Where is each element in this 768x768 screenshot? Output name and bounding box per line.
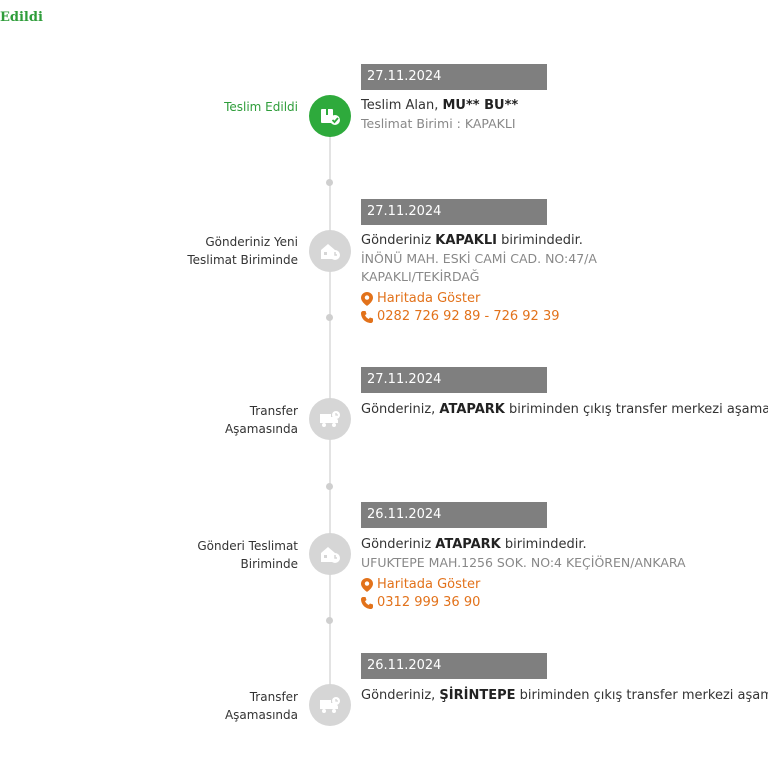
unit-address-line2: KAPAKLI/TEKİRDAĞ [361,269,480,284]
unit-name: ŞİRİNTEPE [439,688,516,703]
unit-name: KAPAKLI [435,233,498,248]
receiver-name: MU** BU** [442,98,519,113]
event-message: Gönderiniz KAPAKLI birimindedir. [361,233,583,248]
event-message: Gönderiniz, ATAPARK biriminden çıkış tra… [361,402,768,417]
delivered-box-icon [309,95,351,137]
unit-address-line1: İNÖNÜ MAH. ESKİ CAMİ CAD. NO:47/A [361,251,597,266]
show-on-map-link[interactable]: Haritada Göster [361,576,686,594]
transfer-truck-icon [309,684,351,726]
event-date: 27.11.2024 [361,64,547,90]
unit-name: ATAPARK [439,402,505,417]
phone-icon [361,597,373,609]
phone-link[interactable]: 0282 726 92 89 - 726 92 39 [361,308,597,326]
unit-address-line1: UFUKTEPE MAH.1256 SOK. NO:4 KEÇİÖREN/ANK… [361,555,686,570]
map-pin-icon [361,292,373,306]
event-date: 27.11.2024 [361,367,547,393]
event-message: Gönderiniz ATAPARK birimindedir. [361,537,587,552]
delivery-status-title: Edildi [0,10,43,25]
branch-building-icon [309,230,351,272]
event-date: 26.11.2024 [361,502,547,528]
unit-name: ATAPARK [435,537,501,552]
show-on-map-link[interactable]: Haritada Göster [361,290,597,308]
event-content: Gönderiniz KAPAKLI birimindedir. İNÖNÜ M… [361,232,597,326]
map-pin-icon [361,578,373,592]
event-message: Teslim Alan, MU** BU** [361,98,519,113]
timeline-dot [326,483,333,490]
branch-building-icon [309,533,351,575]
delivery-unit-text: Teslimat Birimi : KAPAKLI [361,116,516,131]
event-status-label: Teslim Edildi [224,100,298,114]
timeline-dot [326,179,333,186]
event-date: 26.11.2024 [361,653,547,679]
event-status-label: Gönderiniz Yeni Teslimat Biriminde [187,235,298,267]
event-content: Teslim Alan, MU** BU** Teslimat Birimi :… [361,97,518,133]
phone-icon [361,311,373,323]
timeline-dot [326,617,333,624]
event-status-label: Transfer Aşamasında [224,404,298,436]
timeline-dot [326,314,333,321]
event-date: 27.11.2024 [361,199,547,225]
transfer-truck-icon [309,398,351,440]
event-message: Gönderiniz, ŞİRİNTEPE biriminden çıkış t… [361,688,768,703]
event-content: Gönderiniz, ŞİRİNTEPE biriminden çıkış t… [361,687,768,705]
event-content: Gönderiniz ATAPARK birimindedir. UFUKTEP… [361,536,686,612]
event-status-label: Transfer Aşamasında [224,690,298,722]
event-content: Gönderiniz, ATAPARK biriminden çıkış tra… [361,401,768,419]
phone-link[interactable]: 0312 999 36 90 [361,594,686,612]
event-status-label: Gönderi Teslimat Biriminde [197,539,298,571]
